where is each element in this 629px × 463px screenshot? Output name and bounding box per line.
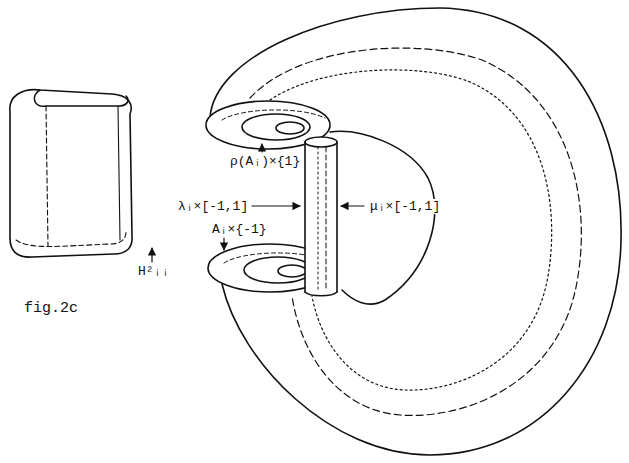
handle-label: H²ᵢᵢ [136,264,171,279]
solid-torus [210,8,621,455]
figure-number: fig.2c [22,300,80,317]
face-label: ρ(Aᵢ)×{1} [228,154,302,169]
handle-sheet [10,90,132,257]
band-label: μᵢ×[-1,1] [368,199,442,214]
leader-arrows [152,144,364,262]
cylinder [305,137,337,296]
face-label: Aᵢ×{-1} [210,222,269,237]
band-label: λᵢ×[-1,1] [176,199,250,214]
